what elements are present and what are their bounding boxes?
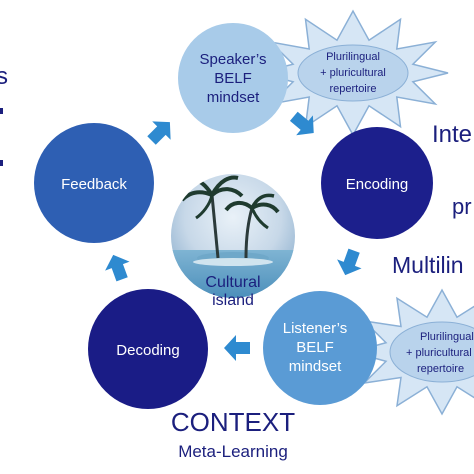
- speaker-circle: [178, 23, 288, 133]
- arrow-feedback-to-speaker: [147, 121, 171, 145]
- repertoire-bottom-line1: Plurilingual: [420, 331, 474, 343]
- repertoire-top-line2: + pluricultural: [320, 67, 386, 79]
- listener-line2: BELF: [296, 339, 334, 356]
- repertoire-bottom-sun: Plurilingual + pluricultural repertoire: [349, 288, 474, 416]
- node-encoding: Encoding: [321, 127, 433, 239]
- left-edge-mark: [0, 108, 3, 114]
- context-title: CONTEXT: [171, 407, 295, 437]
- feedback-circle: [34, 123, 154, 243]
- repertoire-top-sun: Plurilingual + pluricultural repertoire: [257, 9, 449, 137]
- arrow-encoding-to-listener: [337, 248, 362, 276]
- repertoire-bottom-oval: [389, 321, 474, 383]
- encoding-label: Encoding: [346, 176, 409, 193]
- speaker-line1: Speaker’s: [200, 51, 267, 68]
- repertoire-top-oval: [297, 44, 409, 102]
- island-label-line2: island: [212, 292, 254, 309]
- speaker-line3: mindset: [207, 89, 260, 106]
- node-speaker: Speaker’s BELF mindset: [178, 23, 288, 133]
- cultural-island: Cultural island: [171, 174, 295, 309]
- left-edge-letter: s: [0, 63, 8, 90]
- feedback-label: Feedback: [61, 176, 127, 193]
- side-text-inter: Inte: [432, 121, 472, 148]
- listener-circle: [263, 291, 377, 405]
- node-feedback: Feedback: [34, 123, 154, 243]
- speaker-line2: BELF: [214, 70, 252, 87]
- side-text-pr: pr: [452, 194, 472, 219]
- side-text-multilin: Multilin: [392, 252, 464, 278]
- repertoire-bottom-line2: + pluricultural: [406, 347, 472, 359]
- node-listener: Listener’s BELF mindset: [263, 291, 377, 405]
- decoding-circle: [88, 289, 208, 409]
- left-edge-mark: [0, 160, 3, 166]
- arrow-listener-to-decoding: [224, 335, 250, 361]
- encoding-circle: [321, 127, 433, 239]
- arrow-speaker-to-encoding: [289, 111, 314, 136]
- arrow-decoding-to-feedback: [105, 254, 130, 282]
- island-label-line1: Cultural: [205, 274, 260, 291]
- flow-arrows: [105, 111, 362, 361]
- listener-line1: Listener’s: [283, 320, 347, 337]
- context-subtitle: Meta-Learning: [178, 442, 288, 461]
- decoding-label: Decoding: [116, 342, 179, 359]
- listener-line3: mindset: [289, 358, 342, 375]
- node-decoding: Decoding: [88, 289, 208, 409]
- repertoire-top-line1: Plurilingual: [326, 51, 380, 63]
- repertoire-bottom-line3: repertoire: [417, 363, 464, 375]
- repertoire-top-line3: repertoire: [329, 83, 376, 95]
